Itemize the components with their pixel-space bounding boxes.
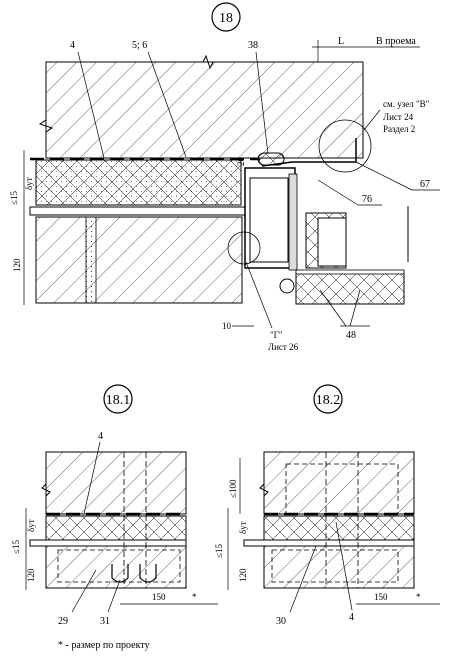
dim-10: 10	[222, 321, 232, 331]
detail-b-break	[259, 452, 269, 514]
dim-delta: δут	[24, 177, 34, 190]
detail-b-insulation	[263, 515, 415, 541]
detail-b-callout-4: 4	[349, 612, 354, 623]
dim-120: 120	[12, 258, 22, 272]
callout-38: 38	[248, 40, 258, 51]
detail-a-insulation	[45, 515, 187, 541]
dim-le15: ≤15	[9, 191, 19, 205]
detail-b-frame-bottom	[271, 549, 399, 583]
detail-a-leader-29	[71, 569, 97, 613]
node-18-1-circle	[103, 384, 133, 414]
detail-a-reinforcement	[57, 549, 181, 583]
leader-5-6	[147, 51, 187, 158]
lower-wall	[35, 216, 243, 304]
detail-a-dim-star: *	[192, 592, 197, 602]
upper-slab	[45, 61, 364, 159]
insulation-dots	[36, 160, 241, 205]
leader-48-a	[319, 289, 347, 327]
detail-b-plate	[243, 539, 415, 547]
dim-20: 20	[236, 157, 246, 167]
node-18-1-label: 18.1	[106, 393, 131, 408]
detail-b-frame-top	[285, 463, 399, 515]
detail-a-dim-delta: δут	[26, 519, 36, 532]
node-18-1: 18.1 4 δут ≤15 120 150 * 29 31	[11, 384, 218, 627]
ref-sheet-24: Лист 24	[383, 112, 414, 122]
detail-a-leader-31	[107, 579, 121, 613]
ref-sheet-26: Лист 26	[268, 342, 299, 352]
leader-g	[245, 261, 273, 329]
detail-a-break	[41, 452, 51, 514]
detail-b-slab	[263, 451, 415, 515]
callout-76: 76	[362, 194, 372, 205]
detail-b-wall	[263, 545, 415, 589]
break-line-left	[38, 62, 54, 158]
detail-b-dim-le100: ≤100	[228, 479, 238, 498]
detail-a-plate	[29, 539, 187, 547]
wall-joint	[85, 216, 97, 304]
detail-a-slab	[45, 451, 187, 515]
node-18-label: 18	[219, 11, 233, 26]
detail-b-leader-4	[335, 521, 353, 611]
node-18-2-label: 18.2	[316, 393, 341, 408]
detail-b-dim-le15: ≤15	[214, 544, 224, 558]
detail-circle-g	[227, 231, 261, 265]
node-18: 18 L В проема	[9, 2, 440, 352]
ref-node-g: "Г"	[270, 330, 283, 340]
frame-inner	[249, 177, 289, 263]
detail-a-anchor-1	[111, 564, 129, 583]
ref-node-v: см. узел "В"	[383, 99, 430, 109]
sill-board	[295, 271, 405, 305]
glazing-unit	[317, 217, 347, 267]
detail-b-dim-star: *	[416, 592, 421, 602]
leader-38	[255, 51, 269, 155]
detail-b-leader-30	[289, 545, 317, 613]
detail-a-callout-29: 29	[58, 616, 68, 627]
node-18-2: 18.2 ≤100 δут ≤15 120 150 * 30 4	[214, 384, 440, 627]
detail-b-dim-delta: δут	[238, 521, 248, 534]
leader-67	[355, 161, 413, 191]
node-18-2-circle	[313, 384, 343, 414]
callout-67: 67	[420, 179, 430, 190]
detail-b-callout-30: 30	[276, 616, 286, 627]
detail-a-callout-4: 4	[98, 431, 103, 442]
dim-l-label: L	[338, 36, 344, 47]
sill-anchor	[279, 278, 295, 294]
leader-76	[317, 179, 359, 206]
leader-4	[77, 51, 105, 159]
detail-a-dim-120: 120	[26, 568, 36, 582]
detail-b-dim-150: 150	[374, 592, 388, 602]
callout-4: 4	[70, 40, 75, 51]
frame-sash	[288, 173, 298, 271]
callout-5-6: 5; 6	[132, 40, 147, 51]
detail-a-dim-150: 150	[152, 592, 166, 602]
detail-b-dim-120: 120	[238, 568, 248, 582]
seal-38	[257, 152, 285, 166]
footnote: * - размер по проекту	[58, 640, 150, 651]
steel-plate	[29, 206, 246, 216]
detail-circle-v	[318, 119, 372, 173]
ref-section-2: Раздел 2	[383, 124, 415, 134]
leader-ref-v	[363, 109, 381, 131]
sill-board-top	[295, 269, 405, 275]
leader-48-b	[349, 289, 361, 327]
detail-a-leader-4	[83, 441, 101, 515]
detail-a-anchor-2	[139, 564, 157, 583]
detail-a-callout-31: 31	[100, 616, 110, 627]
opening-label: В проема	[376, 36, 416, 47]
node-18-circle	[211, 2, 241, 32]
break-line-top	[46, 54, 363, 70]
detail-a-dim-le15: ≤15	[11, 540, 21, 554]
callout-48: 48	[346, 330, 356, 341]
